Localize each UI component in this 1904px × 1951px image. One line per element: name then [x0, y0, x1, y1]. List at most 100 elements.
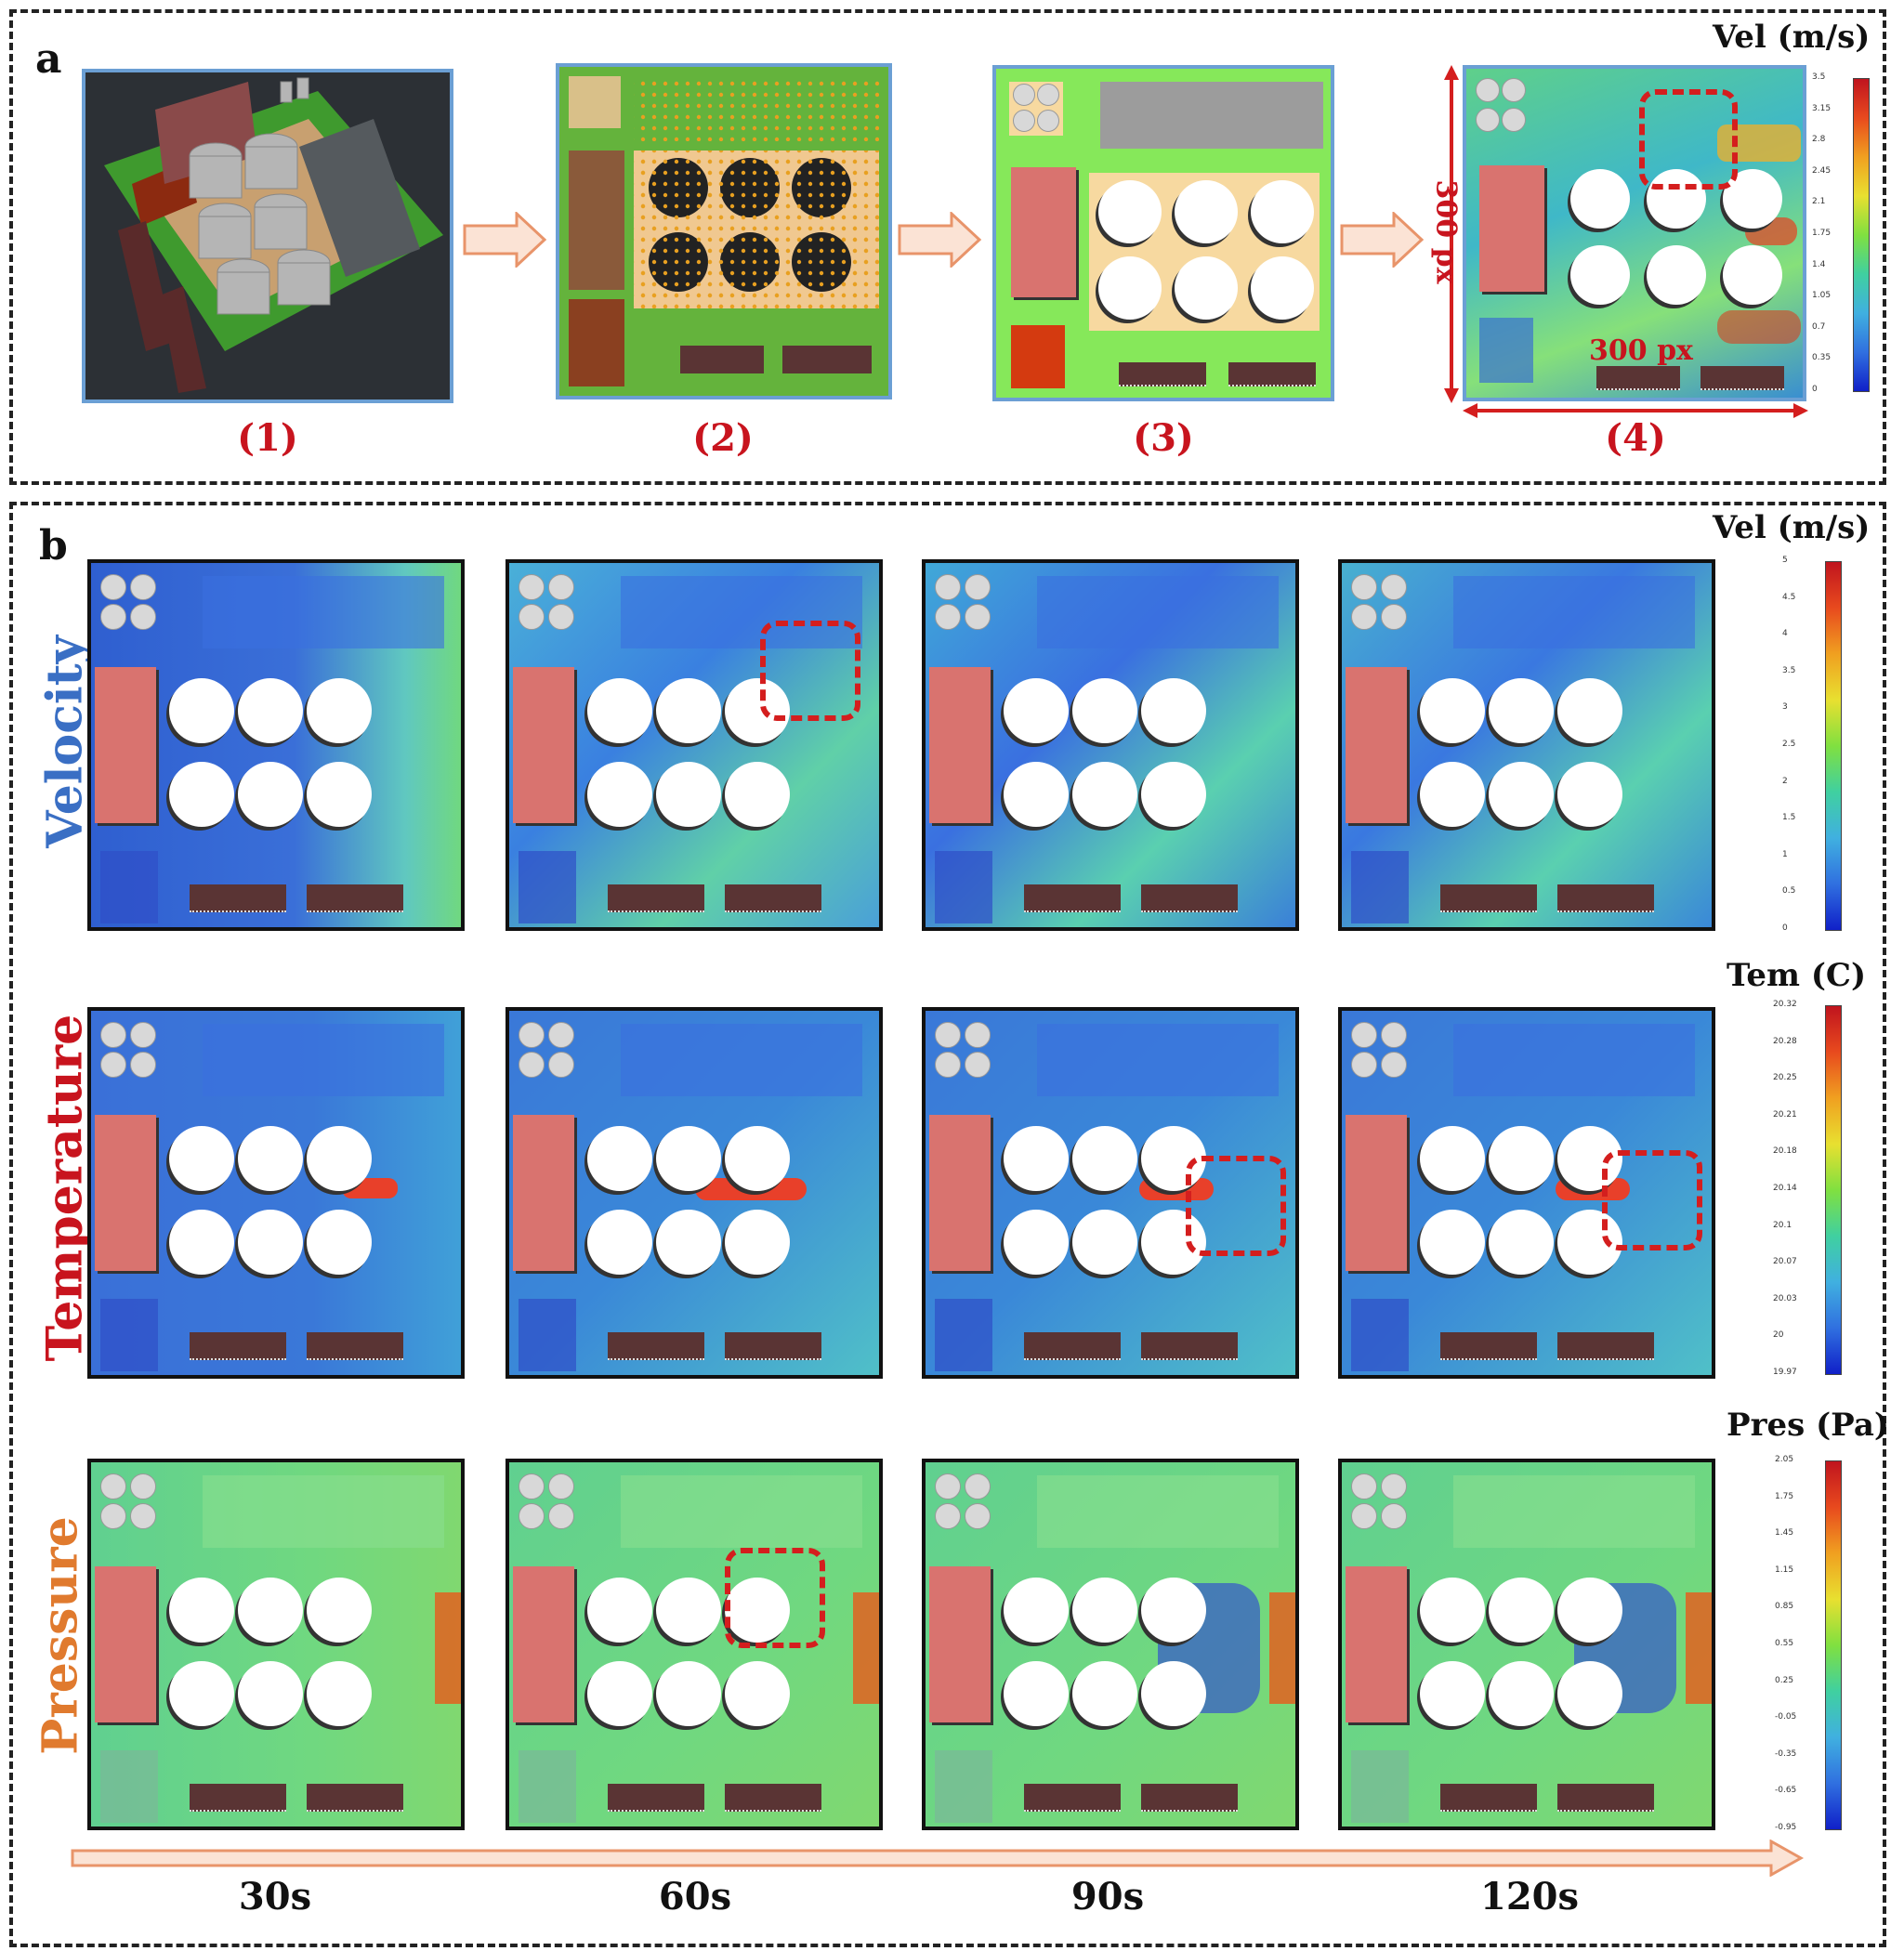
- row-label-temperature: Temperature: [36, 1014, 94, 1362]
- building-block: [1346, 667, 1407, 823]
- tank-circle: [169, 1126, 234, 1191]
- bottom-structure: [1440, 1332, 1537, 1360]
- tank-circle: [1489, 1210, 1554, 1275]
- colorbar-a-tick: 2.8: [1812, 135, 1826, 145]
- highlight-box: [760, 621, 860, 721]
- small-tank-icon: [519, 1052, 545, 1078]
- building-block: [1346, 1115, 1407, 1271]
- storage-area: [203, 1475, 444, 1548]
- building-block: [929, 1115, 991, 1271]
- colorbar-velocity-tick: 2.5: [1782, 740, 1796, 749]
- storage-area: [621, 1475, 862, 1548]
- colorbar-a-tick: 2.45: [1812, 165, 1832, 176]
- colorbar-velocity-tick: 5: [1782, 556, 1788, 565]
- sim-frame-pressure-1: [87, 1459, 465, 1830]
- step1-3d-model-image: [82, 69, 453, 403]
- high-pressure-zone: [853, 1592, 879, 1704]
- lower-left-block: [519, 851, 576, 923]
- tank-circle: [587, 1661, 652, 1726]
- flow-arrow-3: [1340, 212, 1425, 268]
- colorbar-a-tick: 1.05: [1812, 291, 1832, 301]
- highlight-box-a: [1639, 89, 1738, 190]
- small-tank-icon: [130, 1503, 156, 1529]
- sim-frame-temperature-2: [506, 1007, 883, 1379]
- tank-circle: [725, 1661, 790, 1726]
- small-tank-icon: [548, 1473, 574, 1499]
- colorbar-temperature-tick: 19.97: [1773, 1368, 1797, 1377]
- step-label-4: (4): [1605, 416, 1666, 460]
- tank-circle: [656, 1578, 721, 1643]
- time-axis-arrow: [71, 1840, 1805, 1877]
- building-block: [513, 1115, 574, 1271]
- step3-layout-map-image: [992, 65, 1334, 401]
- sim-frame-velocity-3: [922, 559, 1299, 931]
- bottom-structure: [1024, 1784, 1121, 1812]
- horizontal-dimension-arrow: [1463, 403, 1808, 418]
- vertical-dimension-label: 300 px: [1429, 179, 1463, 284]
- small-tank-icon: [1351, 1052, 1377, 1078]
- tank-circle: [656, 1210, 721, 1275]
- colorbar-a-tick: 3.5: [1812, 72, 1826, 82]
- storage-area: [203, 576, 444, 648]
- colorbar-a-tick: 1.4: [1812, 259, 1826, 269]
- small-tank-icon: [100, 1022, 126, 1048]
- tank-circle: [169, 1578, 234, 1643]
- tank-circle: [307, 678, 372, 743]
- tank-circle: [1420, 678, 1485, 743]
- bottom-structure: [1024, 884, 1121, 912]
- sim-frame-velocity-4: [1338, 559, 1715, 931]
- bottom-structure: [1141, 884, 1238, 912]
- colorbar-pressure-tick: 0.25: [1775, 1675, 1794, 1685]
- bottom-structure: [1557, 1784, 1654, 1812]
- step-label-2: (2): [692, 416, 754, 460]
- colorbar-temperature: [1825, 1005, 1842, 1375]
- colorbar-a: [1853, 78, 1870, 392]
- colorbar-pressure-tick: 2.05: [1775, 1455, 1794, 1464]
- sim-frame-temperature-4: [1338, 1007, 1715, 1379]
- tank-circle: [169, 762, 234, 827]
- small-tank-icon: [100, 1052, 126, 1078]
- tank-circle: [238, 1126, 303, 1191]
- vertical-dimension-arrow: [1444, 65, 1459, 403]
- tank-circle: [1004, 1661, 1069, 1726]
- colorbar-a-tick: 0.35: [1812, 353, 1832, 363]
- bottom-structure: [1557, 1332, 1654, 1360]
- panel-b-letter: b: [39, 522, 68, 570]
- small-tank-icon: [519, 1503, 545, 1529]
- tank-circle: [1004, 1210, 1069, 1275]
- colorbar-temperature-tick: 20.14: [1773, 1184, 1797, 1193]
- building-block: [95, 1566, 156, 1722]
- colorbar-temperature-tick: 20.1: [1773, 1220, 1792, 1230]
- tank-circle: [656, 1126, 721, 1191]
- bottom-structure: [608, 884, 704, 912]
- small-tank-icon: [548, 1052, 574, 1078]
- tank-circle: [307, 1210, 372, 1275]
- time-label-30s: 30s: [238, 1875, 312, 1918]
- tank-circle: [307, 1661, 372, 1726]
- small-tank-icon: [130, 574, 156, 600]
- time-label-120s: 120s: [1479, 1875, 1579, 1918]
- building-block: [513, 667, 574, 823]
- bottom-structure: [1557, 884, 1654, 912]
- lower-left-block: [1351, 1299, 1409, 1371]
- bottom-structure: [725, 884, 821, 912]
- colorbar-temperature-tick: 20: [1773, 1330, 1784, 1341]
- colorbar-temperature-tick: 20.21: [1773, 1109, 1797, 1120]
- tank-circle: [656, 762, 721, 827]
- highlight-box: [725, 1548, 825, 1648]
- step-label-1: (1): [237, 416, 298, 460]
- small-tank-icon: [100, 1503, 126, 1529]
- lower-left-block: [100, 1299, 158, 1371]
- colorbar-pressure-tick: -0.35: [1775, 1748, 1797, 1759]
- small-tank-icon: [1381, 1022, 1407, 1048]
- tank-circle: [1141, 678, 1206, 743]
- bottom-structure: [1440, 1784, 1537, 1812]
- tank-circle: [1004, 762, 1069, 827]
- tank-circle: [1004, 1126, 1069, 1191]
- time-label-90s: 90s: [1070, 1875, 1145, 1918]
- tank-circle: [238, 1661, 303, 1726]
- sim-frame-temperature-1: [87, 1007, 465, 1379]
- tank-circle: [1420, 1578, 1485, 1643]
- bottom-structure: [190, 884, 286, 912]
- small-tank-icon: [965, 1052, 991, 1078]
